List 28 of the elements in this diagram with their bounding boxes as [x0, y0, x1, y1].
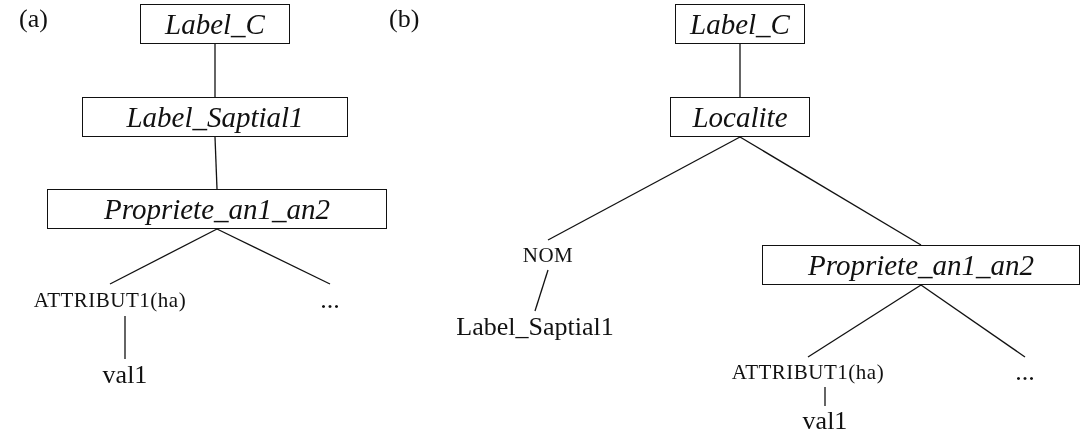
tree-branch: [214, 136, 218, 190]
label-box: Label_C: [675, 4, 805, 44]
tree-branch: [214, 43, 216, 98]
tree-label: ATTRIBUT1(ha): [10, 284, 210, 316]
tree-branch: [739, 136, 922, 246]
tree-label: ...: [305, 284, 355, 316]
tree-branch: [824, 386, 826, 407]
label-box: Label_Saptial1: [82, 97, 348, 137]
tree-branch: [739, 43, 741, 98]
tree-branch: [534, 269, 549, 312]
label-box: Localite: [670, 97, 810, 137]
tree-label: val1: [85, 359, 165, 391]
tree-label: NOM: [513, 240, 583, 270]
label-box: Propriete_an1_an2: [47, 189, 387, 229]
label-box: Propriete_an1_an2: [762, 245, 1080, 285]
tree-branch: [807, 284, 922, 358]
panel-label: (a): [19, 4, 48, 34]
tree-label: Label_Saptial1: [440, 311, 630, 343]
label-box: Label_C: [140, 4, 290, 44]
tree-label: val1: [785, 406, 865, 436]
tree-label: ATTRIBUT1(ha): [708, 357, 908, 387]
panel-label: (b): [389, 4, 420, 34]
tree-branch: [216, 228, 331, 285]
tree-label: ...: [1000, 357, 1050, 387]
tree-branch: [124, 315, 126, 360]
tree-branch: [109, 228, 218, 285]
tree-branch: [547, 136, 741, 241]
tree-branch: [920, 284, 1026, 358]
